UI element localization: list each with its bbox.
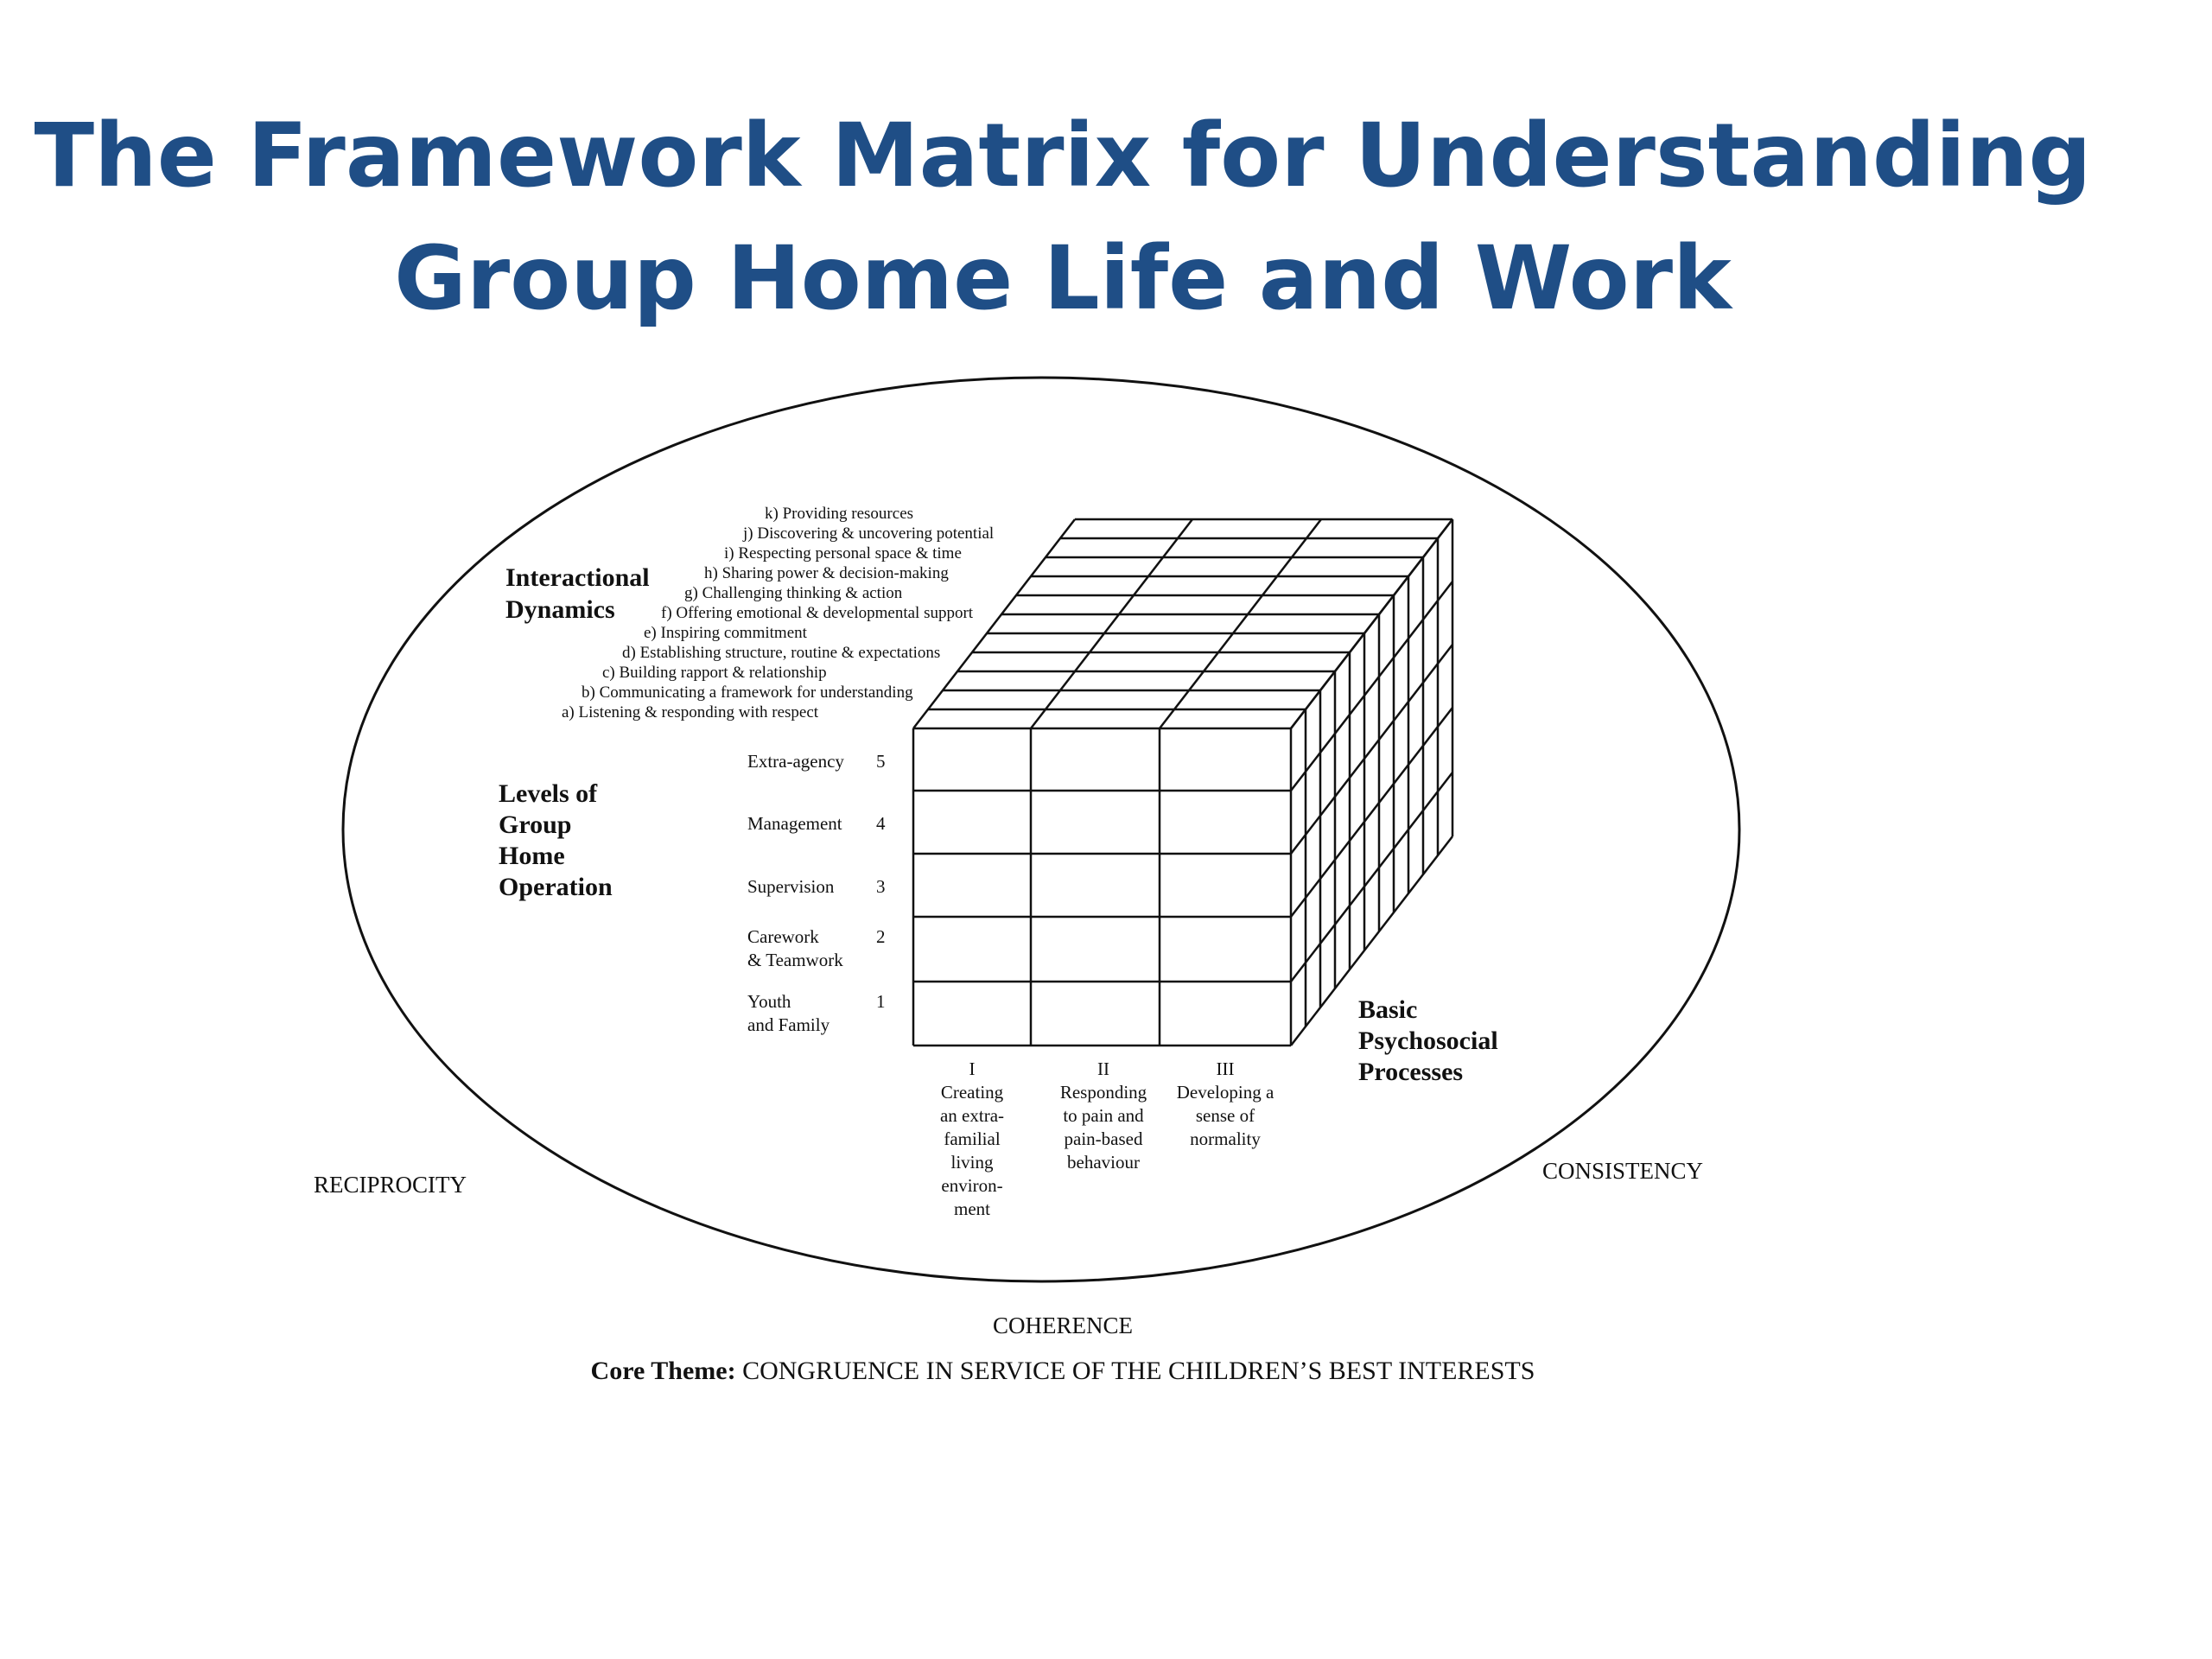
dynamic-item: e) Inspiring commitment (644, 624, 808, 642)
process-label-line: to pain and (1063, 1105, 1144, 1126)
level-number: 1 (876, 991, 886, 1012)
core-theme-text: CONGRUENCE IN SERVICE OF THE CHILDREN’S … (735, 1357, 1535, 1385)
levels-group: Levels of Group Home Operation Extra-age… (499, 751, 886, 1035)
dynamic-item: i) Respecting personal space & time (724, 544, 962, 563)
outer-ellipse (341, 376, 1741, 1283)
interactional-dynamics-heading: Interactional Dynamics (505, 563, 656, 624)
process-label-line: normality (1190, 1128, 1261, 1149)
dynamic-item: g) Challenging thinking & action (684, 584, 903, 602)
level-label-line: Management (747, 813, 842, 834)
level-label-line: Extra-agency (747, 751, 844, 772)
processes-heading: Basic Psychosocial Processes (1358, 995, 1504, 1086)
level-label-line: Carework (747, 926, 819, 947)
process-label-line: Developing a (1177, 1082, 1274, 1103)
core-theme: Core Theme: CONGRUENCE IN SERVICE OF THE… (0, 1357, 2126, 1386)
consistency-label: CONSISTENCY (1542, 1158, 1703, 1184)
process-label-line: familial (944, 1128, 1000, 1149)
dynamic-item: k) Providing resources (765, 505, 913, 523)
level-label-line: and Family (747, 1014, 830, 1035)
level-label-line: Youth (747, 991, 791, 1012)
level-label: Extra-agency (747, 751, 844, 772)
process-numeral: I (969, 1058, 976, 1079)
process-label-line: behaviour (1067, 1152, 1140, 1173)
level-number: 4 (876, 813, 886, 834)
process-label-line: sense of (1196, 1105, 1255, 1126)
heading-line: Levels of (499, 779, 598, 808)
heading-line: Psychosocial (1358, 1027, 1498, 1055)
cube-side-depth-line (1290, 644, 1453, 855)
interactional-dynamics-group: Interactional Dynamics k) Providing reso… (505, 505, 994, 721)
process-label-line: living (950, 1152, 994, 1173)
cube-side-depth-line (1290, 707, 1453, 918)
heading-line: Group (499, 810, 571, 839)
level-label: Supervision (747, 876, 835, 897)
dynamic-item: a) Listening & responding with respect (562, 703, 819, 721)
reciprocity-label: RECIPROCITY (314, 1172, 467, 1198)
level-label: Management (747, 813, 842, 834)
heading-line: Dynamics (505, 595, 615, 624)
dynamic-item: f) Offering emotional & developmental su… (661, 604, 974, 622)
level-label: Carework & Teamwork (747, 926, 843, 970)
process-numeral: II (1097, 1058, 1109, 1079)
dynamic-item: b) Communicating a framework for underst… (582, 683, 913, 702)
process-label-line: an extra- (940, 1105, 1004, 1126)
cube-side-depth-line (1290, 581, 1453, 791)
process-label-line: pain-based (1065, 1128, 1143, 1149)
heading-line: Operation (499, 873, 613, 901)
process-label-line: environ- (941, 1175, 1002, 1196)
title-line-2: Group Home Life and Work (394, 227, 1732, 330)
heading-line: Interactional (505, 563, 650, 592)
cube-top-depth-line (912, 518, 1076, 729)
level-number: 2 (876, 926, 886, 947)
matrix-cube (912, 518, 1454, 1047)
cube-side-depth-line (1290, 836, 1453, 1046)
process-label-line: ment (954, 1198, 990, 1219)
cube-top-depth-line (1030, 518, 1193, 729)
process-numeral: III (1217, 1058, 1235, 1079)
process-label-line: Responding (1060, 1082, 1147, 1103)
core-theme-label: Core Theme: (590, 1357, 736, 1385)
level-label-line: & Teamwork (747, 950, 843, 970)
level-number: 5 (876, 751, 886, 772)
dynamic-item: c) Building rapport & relationship (602, 664, 827, 682)
heading-line: Basic (1358, 995, 1417, 1024)
level-label-line: Supervision (747, 876, 835, 897)
process-label-line: Creating (941, 1082, 1004, 1103)
cube-side-depth-line (1290, 518, 1453, 729)
levels-heading: Levels of Group Home Operation (499, 779, 613, 901)
heading-line: Processes (1358, 1058, 1463, 1086)
dynamic-item: d) Establishing structure, routine & exp… (622, 644, 940, 662)
cube-top-depth-line (1159, 518, 1322, 729)
dynamic-item: h) Sharing power & decision-making (704, 564, 949, 582)
title-line-1: The Framework Matrix for Understanding (34, 105, 2092, 207)
level-number: 3 (876, 876, 886, 897)
dynamic-item: j) Discovering & uncovering potential (742, 524, 994, 543)
cube-side-depth-line (1290, 772, 1453, 982)
slide-title: The Framework Matrix for Understanding G… (0, 95, 2126, 340)
heading-line: Home (499, 842, 565, 870)
coherence-label: COHERENCE (993, 1313, 1133, 1338)
